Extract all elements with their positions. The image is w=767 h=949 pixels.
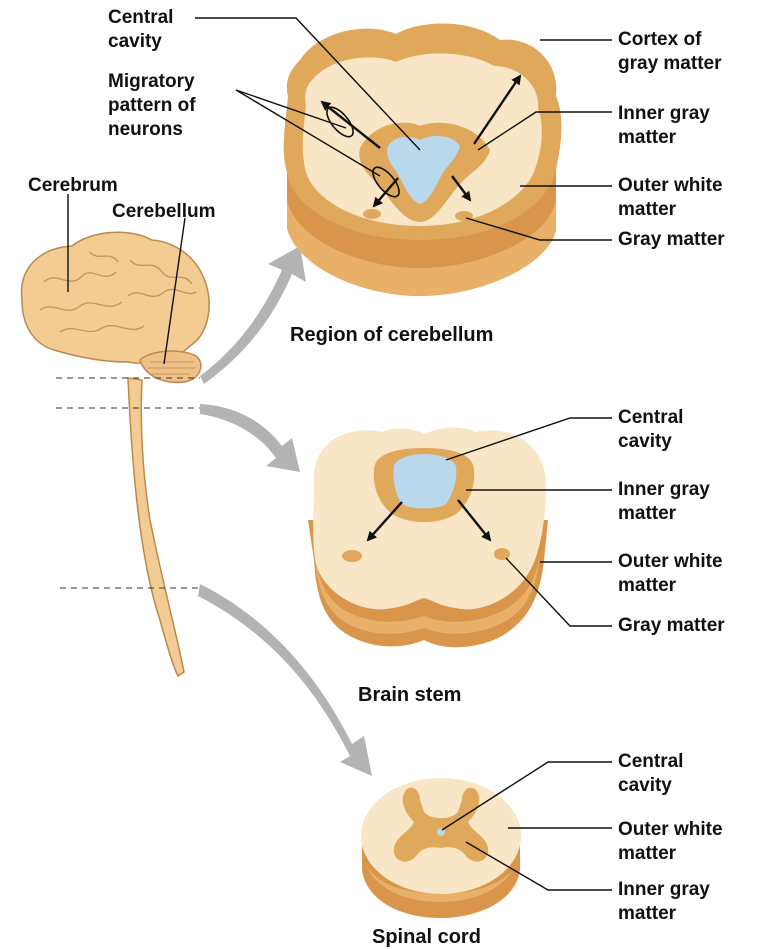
label-outer-white-mid: Outer white matter: [618, 550, 723, 598]
arrow-to-cerebellum: [200, 246, 306, 384]
spinalcord-section: [361, 778, 521, 918]
label-gray-matter-top: Gray matter: [618, 228, 725, 252]
brainstem-island-right: [494, 548, 510, 560]
arrow-to-brainstem: [200, 404, 300, 472]
label-cerebrum: Cerebrum: [28, 174, 118, 198]
label-inner-gray-top: Inner gray matter: [618, 102, 710, 150]
caption-brain-stem: Brain stem: [358, 684, 461, 707]
label-cerebellum: Cerebellum: [112, 200, 215, 224]
label-inner-gray-bottom: Inner gray matter: [618, 878, 710, 926]
label-central-cavity-mid: Central cavity: [618, 406, 683, 454]
label-outer-white-top: Outer white matter: [618, 174, 723, 222]
label-central-cavity-bottom: Central cavity: [618, 750, 683, 798]
label-gray-matter-mid: Gray matter: [618, 614, 725, 638]
brainstem-cavity: [393, 454, 456, 509]
label-inner-gray-mid: Inner gray matter: [618, 478, 710, 526]
cerebrum-shape: [22, 232, 210, 363]
brainstem-section: [308, 428, 548, 648]
label-migratory-pattern: Migratory pattern of neurons: [108, 70, 196, 142]
label-cortex-gray-matter: Cortex of gray matter: [618, 28, 722, 76]
caption-spinal-cord: Spinal cord: [372, 926, 481, 949]
cerebellum-section: [284, 23, 562, 296]
brain-illustration: [22, 232, 210, 676]
spinal-cord-tail: [128, 378, 184, 676]
label-central-cavity-top: Central cavity: [108, 6, 173, 54]
caption-region-of-cerebellum: Region of cerebellum: [290, 324, 493, 347]
brainstem-island-left: [342, 550, 362, 562]
level-lines: [56, 378, 200, 588]
gray-matter-island-left: [363, 209, 381, 219]
label-outer-white-bottom: Outer white matter: [618, 818, 723, 866]
